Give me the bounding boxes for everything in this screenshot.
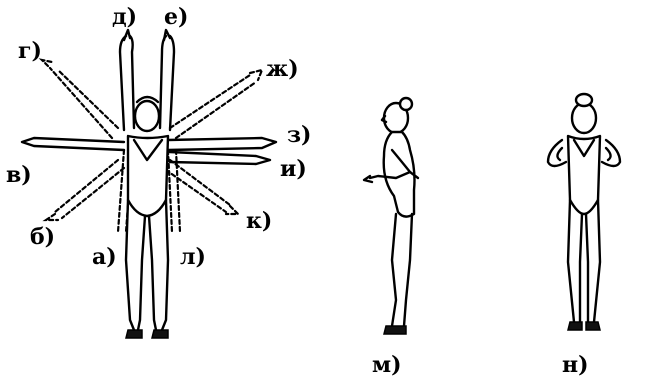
label-g: г) xyxy=(18,38,42,64)
arm-raised-e xyxy=(158,28,176,132)
dashed-arm-l xyxy=(166,148,182,234)
label-v: в) xyxy=(6,162,32,188)
label-b: б) xyxy=(30,224,55,250)
leg-right-inner-figure-1 xyxy=(147,214,158,332)
leg-left-figure-3 xyxy=(566,198,576,324)
neckline-figure-1 xyxy=(132,138,164,162)
leg-left-figure-1 xyxy=(124,198,136,332)
head-figure-3 xyxy=(570,101,598,135)
dashed-arm-k xyxy=(164,158,241,216)
arm-right-inner-figure-3 xyxy=(604,146,612,162)
leg-right-figure-3 xyxy=(592,198,602,324)
arm-left-inner-figure-3 xyxy=(556,146,564,162)
neckline-figure-3 xyxy=(572,138,596,158)
arm-horizontal-z xyxy=(166,136,278,152)
leg-back-figure-2 xyxy=(402,212,414,328)
arm-raised-d xyxy=(118,28,136,132)
label-i: и) xyxy=(280,156,307,182)
arm-horizontal-i xyxy=(168,150,272,166)
label-m: м) xyxy=(372,352,402,378)
leg-right-figure-1 xyxy=(160,198,170,332)
leg-left-inner-figure-1 xyxy=(136,214,147,332)
figure-front-view: н) xyxy=(546,92,622,378)
dashed-arm-g xyxy=(38,58,120,140)
head-figure-1 xyxy=(133,99,161,133)
figure-side-view: м) xyxy=(362,96,420,378)
torso-figure-3 xyxy=(566,134,602,216)
label-n: н) xyxy=(562,352,589,378)
label-d: д) xyxy=(112,4,137,30)
arm-right-figure-3 xyxy=(600,138,622,168)
label-z: з) xyxy=(287,122,311,148)
label-e: е) xyxy=(164,4,188,30)
dashed-arm-b xyxy=(42,158,126,222)
hair-figure-1 xyxy=(135,95,160,104)
torso-figure-1 xyxy=(126,134,170,218)
shoe-right-figure-3 xyxy=(585,321,601,331)
face-figure-2 xyxy=(380,114,388,124)
figure-arm-positions: д) е) г) ж) з) и) в) к) б) а) л) xyxy=(6,4,311,339)
shoe-left-figure-3 xyxy=(567,321,583,331)
label-a: а) xyxy=(92,244,117,270)
label-k: к) xyxy=(246,208,272,234)
shoe-figure-2 xyxy=(383,325,407,335)
leg-front-figure-2 xyxy=(390,212,398,328)
shoe-right-figure-1 xyxy=(151,329,169,339)
torso-figure-2 xyxy=(382,130,416,218)
leg-left-inner-figure-3 xyxy=(578,212,584,324)
arm-horizontal-v xyxy=(20,136,126,152)
leg-right-inner-figure-3 xyxy=(584,212,590,324)
hair-bun-figure-3 xyxy=(574,92,594,108)
arm-forearm-figure-2 xyxy=(368,170,412,180)
label-l: л) xyxy=(180,244,206,270)
hand-figure-2 xyxy=(362,174,374,184)
dashed-arm-zh xyxy=(168,68,264,140)
label-zh: ж) xyxy=(266,56,299,82)
shoe-left-figure-1 xyxy=(125,329,143,339)
arm-left-figure-3 xyxy=(546,138,568,168)
hair-bun-figure-2 xyxy=(398,96,414,112)
